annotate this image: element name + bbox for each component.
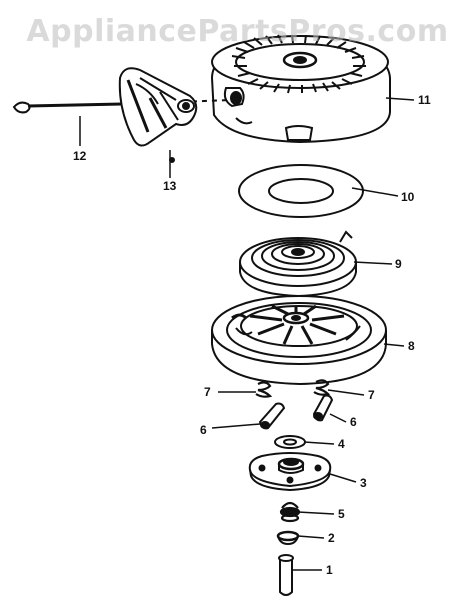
callout-8: 8: [408, 339, 415, 353]
callout-1: 1: [326, 563, 333, 577]
part-7-springs: [255, 379, 331, 398]
callout-2: 2: [328, 531, 335, 545]
part-1-pin: [278, 554, 294, 596]
callout-6-left: 6: [200, 423, 207, 437]
leader-lines: [79, 97, 415, 571]
part-11-starter-housing: [210, 34, 391, 144]
callout-7-right: 7: [368, 388, 375, 402]
callout-6-right: 6: [350, 415, 357, 429]
part-12-starter-rope: [12, 99, 233, 114]
part-6-pawl-right: [312, 394, 334, 422]
callout-12: 12: [73, 149, 87, 163]
part-6-pawl-left: [258, 402, 286, 430]
part-9-rewind-spring: [239, 230, 357, 298]
callout-9: 9: [395, 257, 402, 271]
part-7-spring-right: [313, 379, 331, 396]
part-3-retainer-plate: [248, 452, 332, 492]
part-6-pawls: [258, 394, 334, 430]
callout-3: 3: [360, 476, 367, 490]
callout-5: 5: [338, 507, 345, 521]
callout-7-left: 7: [204, 385, 211, 399]
part-8-pulley: [211, 295, 387, 386]
part-5-brake-spring: [279, 501, 301, 523]
part-10-spring-cup: [238, 164, 364, 218]
callout-10: 10: [401, 190, 415, 204]
part-7-spring-left: [255, 381, 273, 398]
part-4-washer: [274, 435, 306, 449]
part-13-starter-handle: [118, 67, 198, 163]
callout-4: 4: [338, 437, 345, 451]
callout-13: 13: [163, 179, 177, 193]
part-2-washer: [276, 530, 300, 546]
callout-11: 11: [418, 93, 431, 107]
